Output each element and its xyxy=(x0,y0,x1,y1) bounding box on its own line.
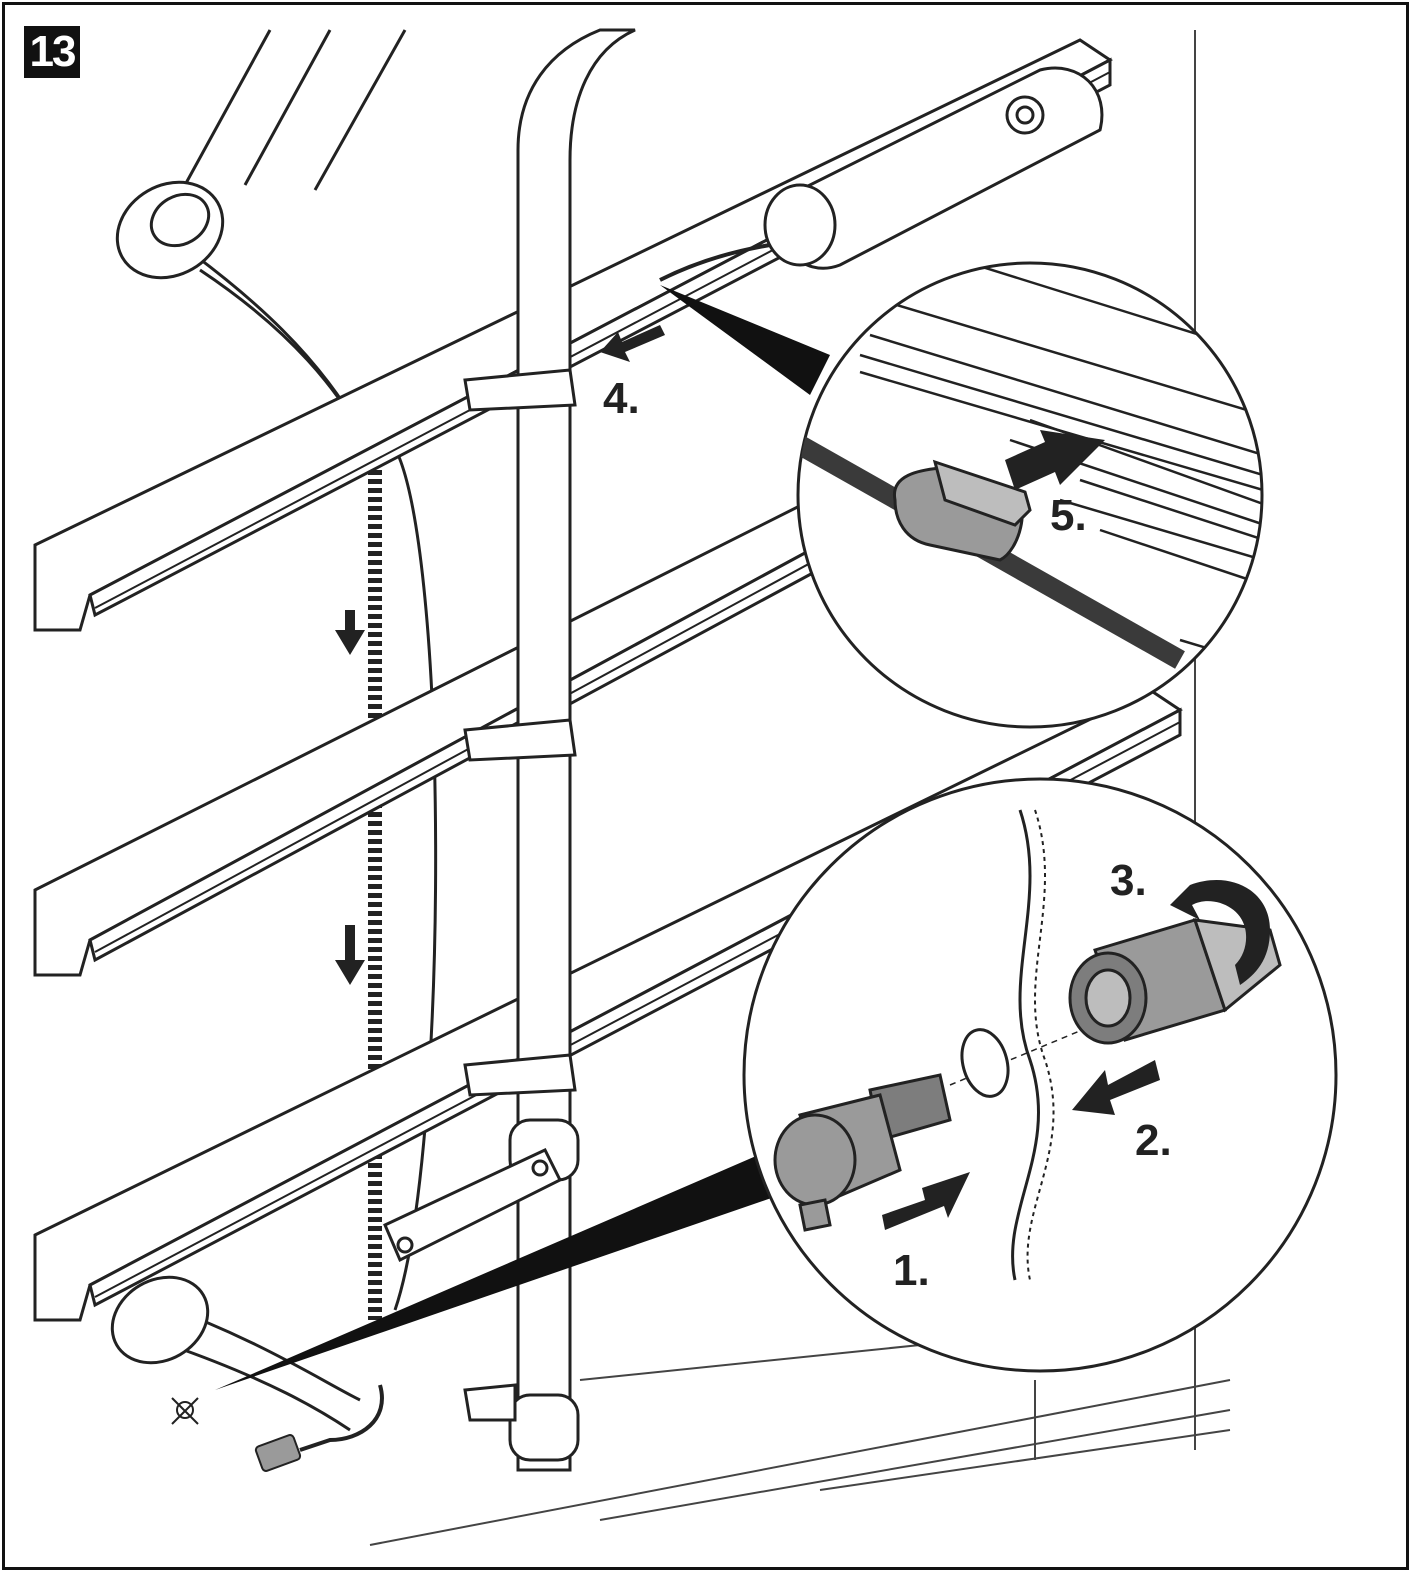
arrow-step-2 xyxy=(1072,1060,1160,1115)
callout-bottom: 1. 2. 3. xyxy=(742,777,1338,1373)
down-arrow-upper xyxy=(335,610,365,655)
control-box xyxy=(659,66,1104,282)
step-number-badge: 13 xyxy=(24,26,80,78)
down-arrow-lower xyxy=(335,925,365,985)
small-marker-icon xyxy=(171,1397,199,1425)
socket-part xyxy=(773,1073,952,1232)
label-step-1: 1. xyxy=(893,1246,930,1295)
ladder-pole xyxy=(383,28,636,1472)
arrow-step-4 xyxy=(600,325,665,362)
label-step-4: 4. xyxy=(603,374,640,423)
lower-bracket-tube xyxy=(110,1275,361,1432)
callout-pointers xyxy=(215,285,830,1390)
label-step-2: 2. xyxy=(1135,1116,1172,1165)
arrow-step-3 xyxy=(1170,880,1270,985)
arrow-step-5 xyxy=(1005,430,1105,490)
arrow-step-1 xyxy=(882,1172,970,1230)
ladder-strap xyxy=(368,439,438,1320)
nut-part xyxy=(1068,918,1282,1045)
label-step-5: 5. xyxy=(1050,491,1087,540)
cable-plug xyxy=(254,1384,384,1472)
upper-bracket-tubes xyxy=(115,29,407,451)
label-step-3: 3. xyxy=(1110,856,1147,905)
callout-top: 5. xyxy=(796,261,1264,729)
